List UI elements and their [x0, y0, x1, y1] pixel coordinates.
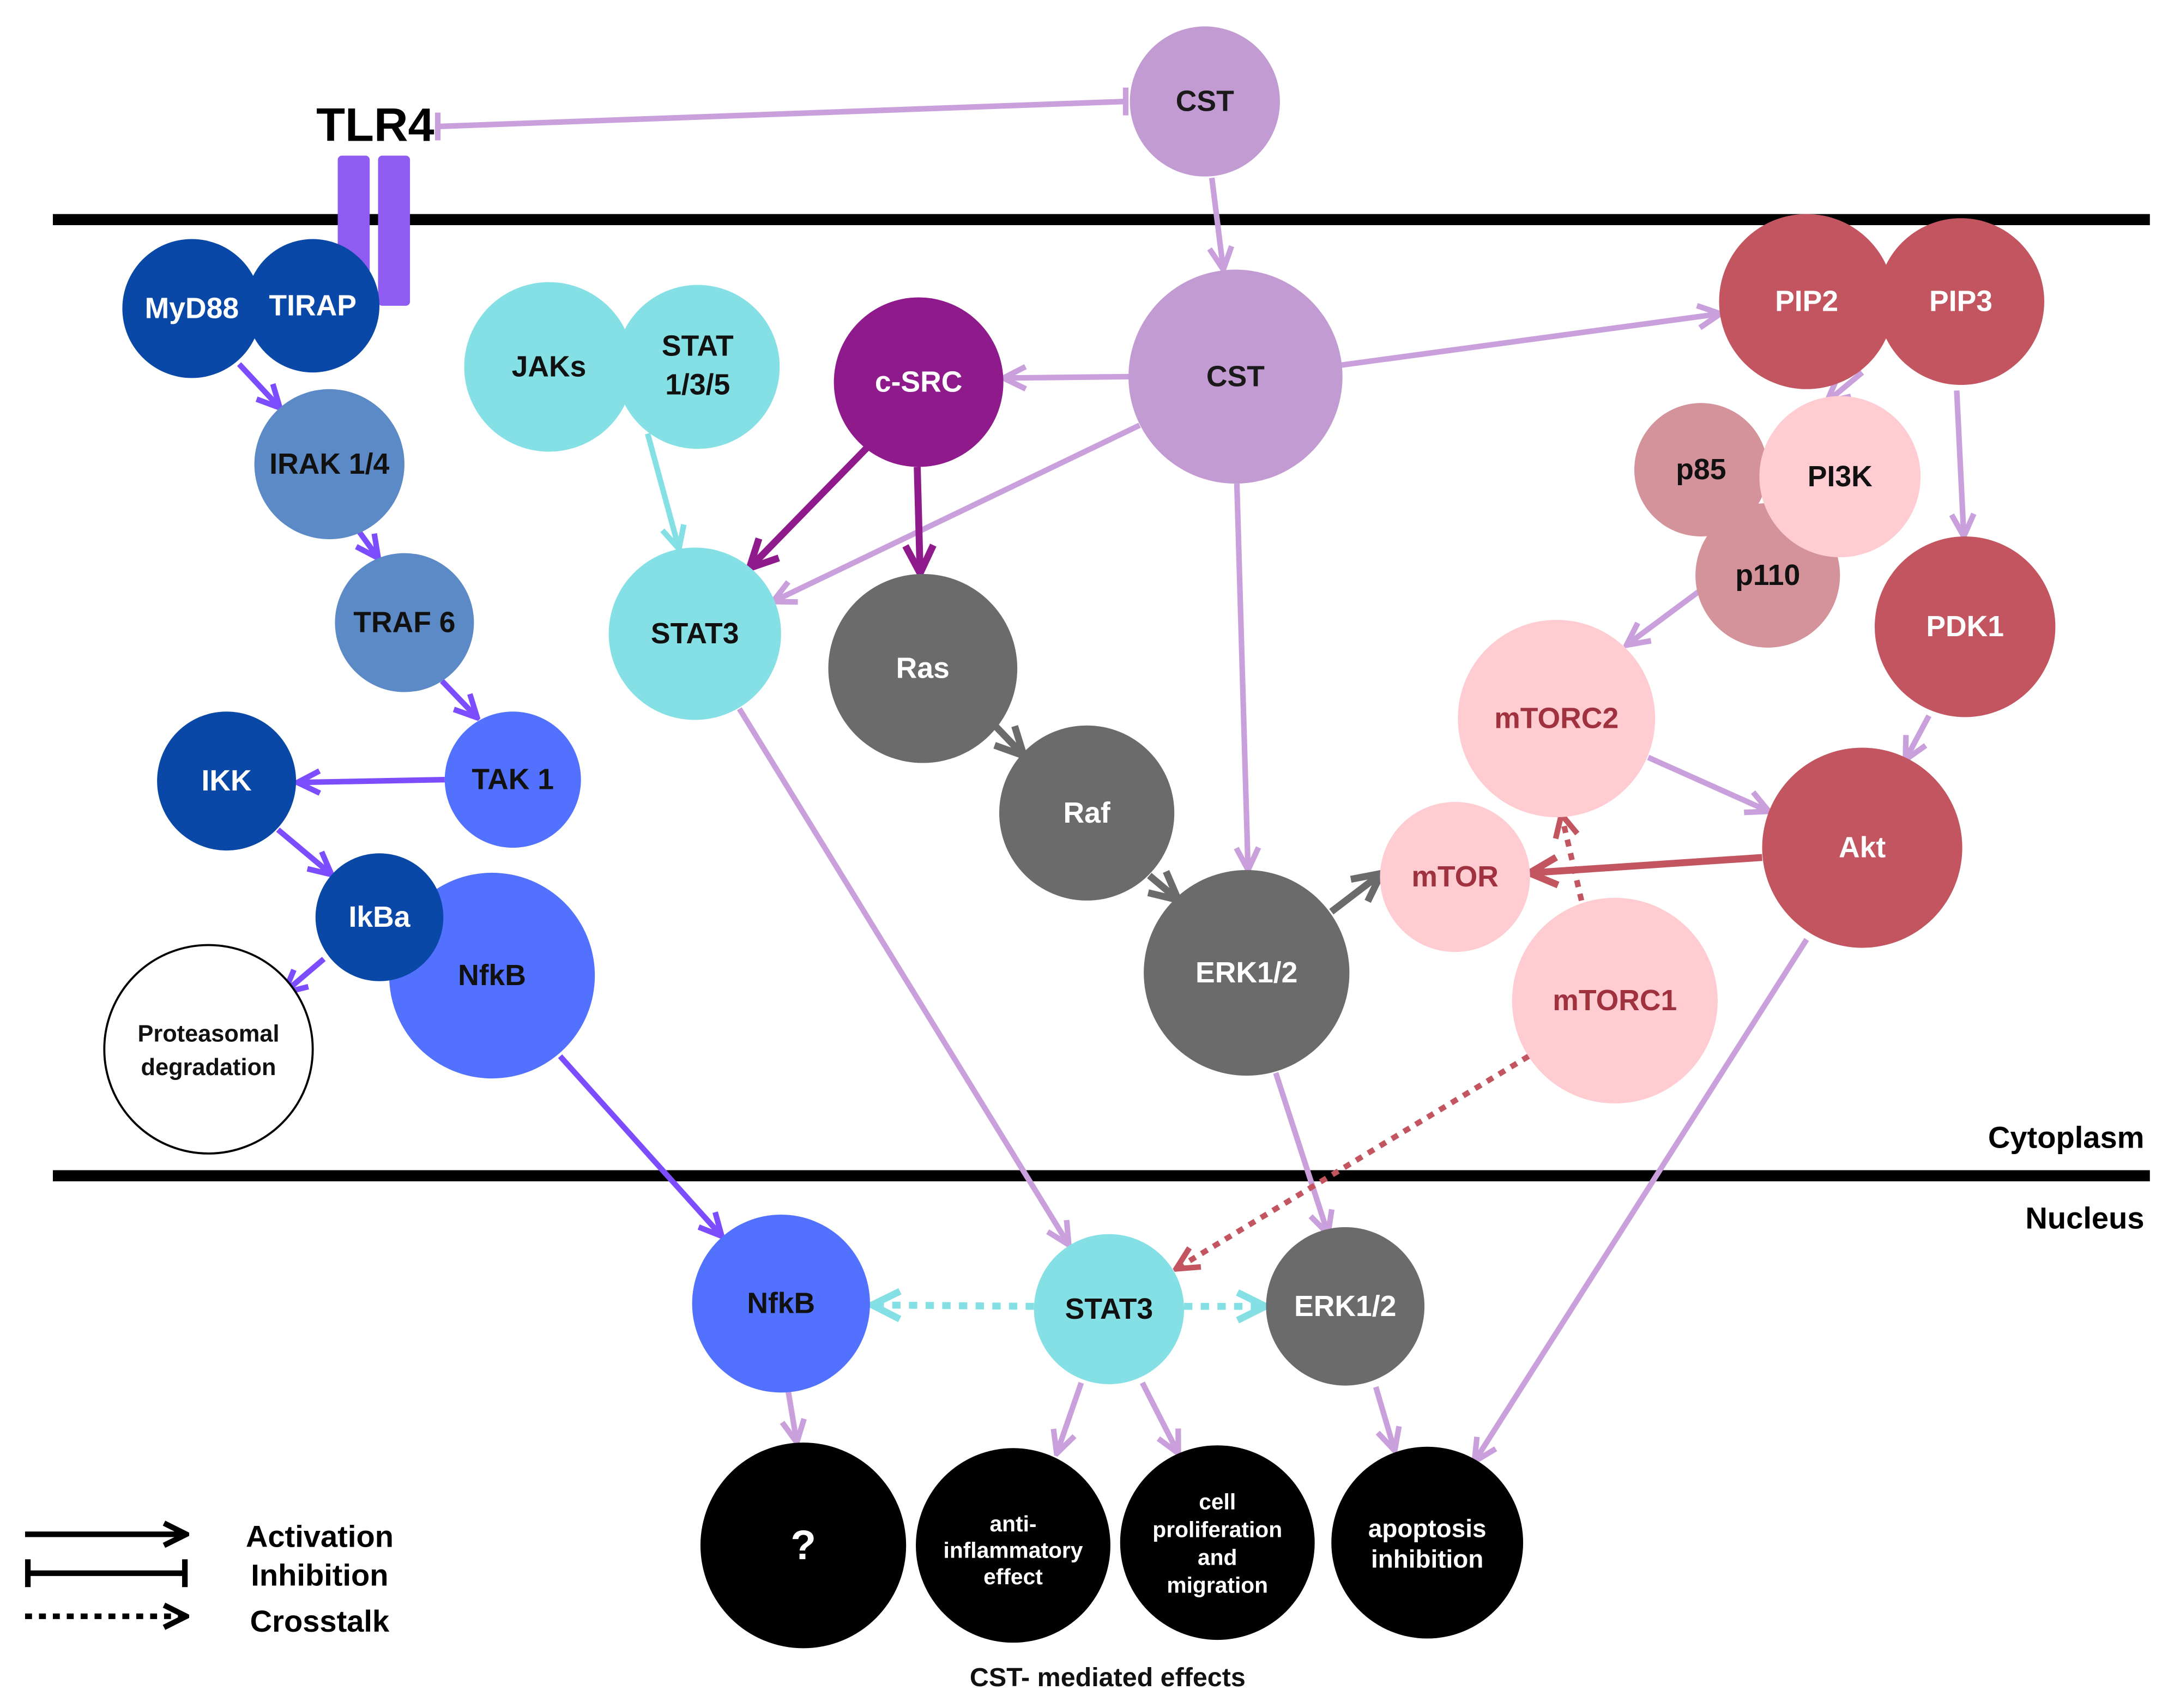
stat3-nuc-node: STAT3 — [1034, 1234, 1185, 1385]
svg-text:CST: CST — [1176, 86, 1234, 118]
pip2-node: PIP2 — [1719, 214, 1894, 389]
jaks-node: JAKs — [464, 282, 634, 452]
stat3-cyto-node: STAT3 — [608, 547, 781, 720]
svg-text:c-SRC: c-SRC — [875, 366, 963, 399]
tlr4-label: TLR4 — [316, 99, 434, 151]
traf6-node: TRAF 6 — [335, 553, 474, 692]
svg-text:Proteasomal: Proteasomal — [137, 1021, 279, 1047]
svg-text:ERK1/2: ERK1/2 — [1294, 1290, 1396, 1323]
svg-text:NfkB: NfkB — [458, 959, 526, 992]
csrc-arrows — [752, 445, 920, 570]
nfkb-nuc-node: NfkB — [692, 1215, 870, 1393]
svg-text:NfkB: NfkB — [747, 1288, 815, 1320]
svg-text:STAT3: STAT3 — [1065, 1293, 1154, 1325]
effect-apoptosis-inhibition: apoptosis inhibition — [1331, 1446, 1524, 1639]
effects-caption: CST- mediated effects — [970, 1663, 1246, 1692]
svg-text:Raf: Raf — [1063, 797, 1110, 829]
legend-inhibition-label: Inhibition — [251, 1558, 388, 1592]
pdk1-node: PDK1 — [1875, 536, 2056, 717]
svg-text:mTOR: mTOR — [1411, 861, 1499, 893]
svg-text:p85: p85 — [1676, 454, 1726, 486]
mtorc1-node: mTORC1 — [1512, 897, 1718, 1104]
cytoplasm-label: Cytoplasm — [1988, 1120, 2145, 1155]
irak-node: IRAK 1/4 — [254, 389, 404, 540]
effect-unknown: ? — [700, 1443, 907, 1649]
mtor-node: mTOR — [1380, 801, 1530, 952]
ikk-node: IKK — [157, 711, 297, 851]
cst-arrows — [736, 177, 1964, 1459]
svg-text:Akt: Akt — [1839, 832, 1886, 864]
csrc-node: c-SRC — [834, 297, 1004, 467]
svg-text:CST: CST — [1206, 360, 1265, 393]
legend-crosstalk-label: Crosstalk — [250, 1604, 390, 1638]
svg-text:and: and — [1198, 1544, 1237, 1570]
svg-text:mTORC2: mTORC2 — [1494, 702, 1619, 734]
pi3k-node: PI3K — [1759, 396, 1921, 558]
svg-text:STAT: STAT — [662, 330, 734, 362]
svg-text:IkBa: IkBa — [349, 901, 411, 933]
svg-text:MyD88: MyD88 — [145, 292, 239, 324]
tirap-node: TIRAP — [246, 239, 380, 373]
cst-inhibits-tlr4 — [435, 87, 1129, 141]
p85-node: p85 — [1634, 403, 1768, 537]
svg-text:p110: p110 — [1735, 559, 1800, 592]
pip3-node: PIP3 — [1877, 218, 2045, 385]
svg-text:PIP3: PIP3 — [1929, 286, 1992, 318]
akt-node: Akt — [1762, 747, 1962, 948]
svg-text:1/3/5: 1/3/5 — [665, 369, 730, 401]
tak1-node: TAK 1 — [444, 711, 581, 848]
legend-inhibition-bar — [25, 1559, 188, 1588]
svg-text:JAKs: JAKs — [512, 351, 587, 383]
svg-text:TIRAP: TIRAP — [269, 289, 357, 322]
nucleus-label: Nucleus — [2025, 1201, 2144, 1235]
myd88-node: MyD88 — [122, 239, 262, 378]
svg-text:inhibition: inhibition — [1371, 1545, 1483, 1573]
cst-main-node: CST — [1128, 269, 1343, 484]
svg-text:TAK 1: TAK 1 — [472, 764, 554, 796]
svg-text:PI3K: PI3K — [1808, 461, 1873, 493]
svg-text:cell: cell — [1199, 1489, 1236, 1514]
svg-text:PIP2: PIP2 — [1775, 286, 1838, 318]
svg-text:IRAK 1/4: IRAK 1/4 — [269, 448, 389, 480]
raf-node: Raf — [999, 725, 1175, 901]
effect-proliferation-migration: cell proliferation and migration — [1120, 1445, 1315, 1640]
stat-to-stat3-arrow — [645, 433, 678, 546]
stat135-node: STAT 1/3/5 — [615, 285, 780, 449]
legend: Activation Inhibition Crosstalk — [25, 1519, 394, 1638]
svg-text:?: ? — [790, 1522, 816, 1568]
ras-node: Ras — [828, 574, 1018, 763]
svg-text:TRAF 6: TRAF 6 — [353, 607, 455, 639]
legend-activation-label: Activation — [246, 1519, 394, 1553]
akt-to-mtor-arrow — [1533, 854, 1762, 873]
svg-text:mTORC1: mTORC1 — [1553, 985, 1677, 1017]
proteasomal-degradation-node: Proteasomal degradation — [103, 944, 314, 1155]
ikba-node: IkBa — [315, 853, 444, 981]
cst-top-node: CST — [1130, 26, 1280, 177]
svg-text:PDK1: PDK1 — [1926, 611, 2004, 643]
svg-text:STAT3: STAT3 — [651, 618, 739, 650]
mtorc2-node: mTORC2 — [1458, 619, 1656, 817]
erk-nuc-node: ERK1/2 — [1266, 1227, 1425, 1386]
svg-text:migration: migration — [1167, 1572, 1268, 1597]
svg-text:IKK: IKK — [202, 765, 252, 797]
tlr4-receptor-right — [378, 155, 410, 306]
svg-text:apoptosis: apoptosis — [1368, 1514, 1487, 1542]
nfkb-cascade-arrows — [237, 362, 720, 1234]
svg-text:ERK1/2: ERK1/2 — [1195, 957, 1297, 989]
svg-text:Ras: Ras — [896, 653, 950, 685]
svg-text:inflammatory: inflammatory — [943, 1538, 1083, 1563]
svg-text:degradation: degradation — [141, 1054, 276, 1081]
svg-text:proliferation: proliferation — [1152, 1517, 1282, 1542]
effect-anti-inflammatory: anti- inflammatory effect — [916, 1448, 1110, 1643]
erk-cyto-node: ERK1/2 — [1144, 870, 1350, 1076]
svg-text:effect: effect — [983, 1564, 1043, 1589]
crosstalk-arrows — [875, 817, 1585, 1306]
svg-text:anti-: anti- — [989, 1511, 1036, 1536]
